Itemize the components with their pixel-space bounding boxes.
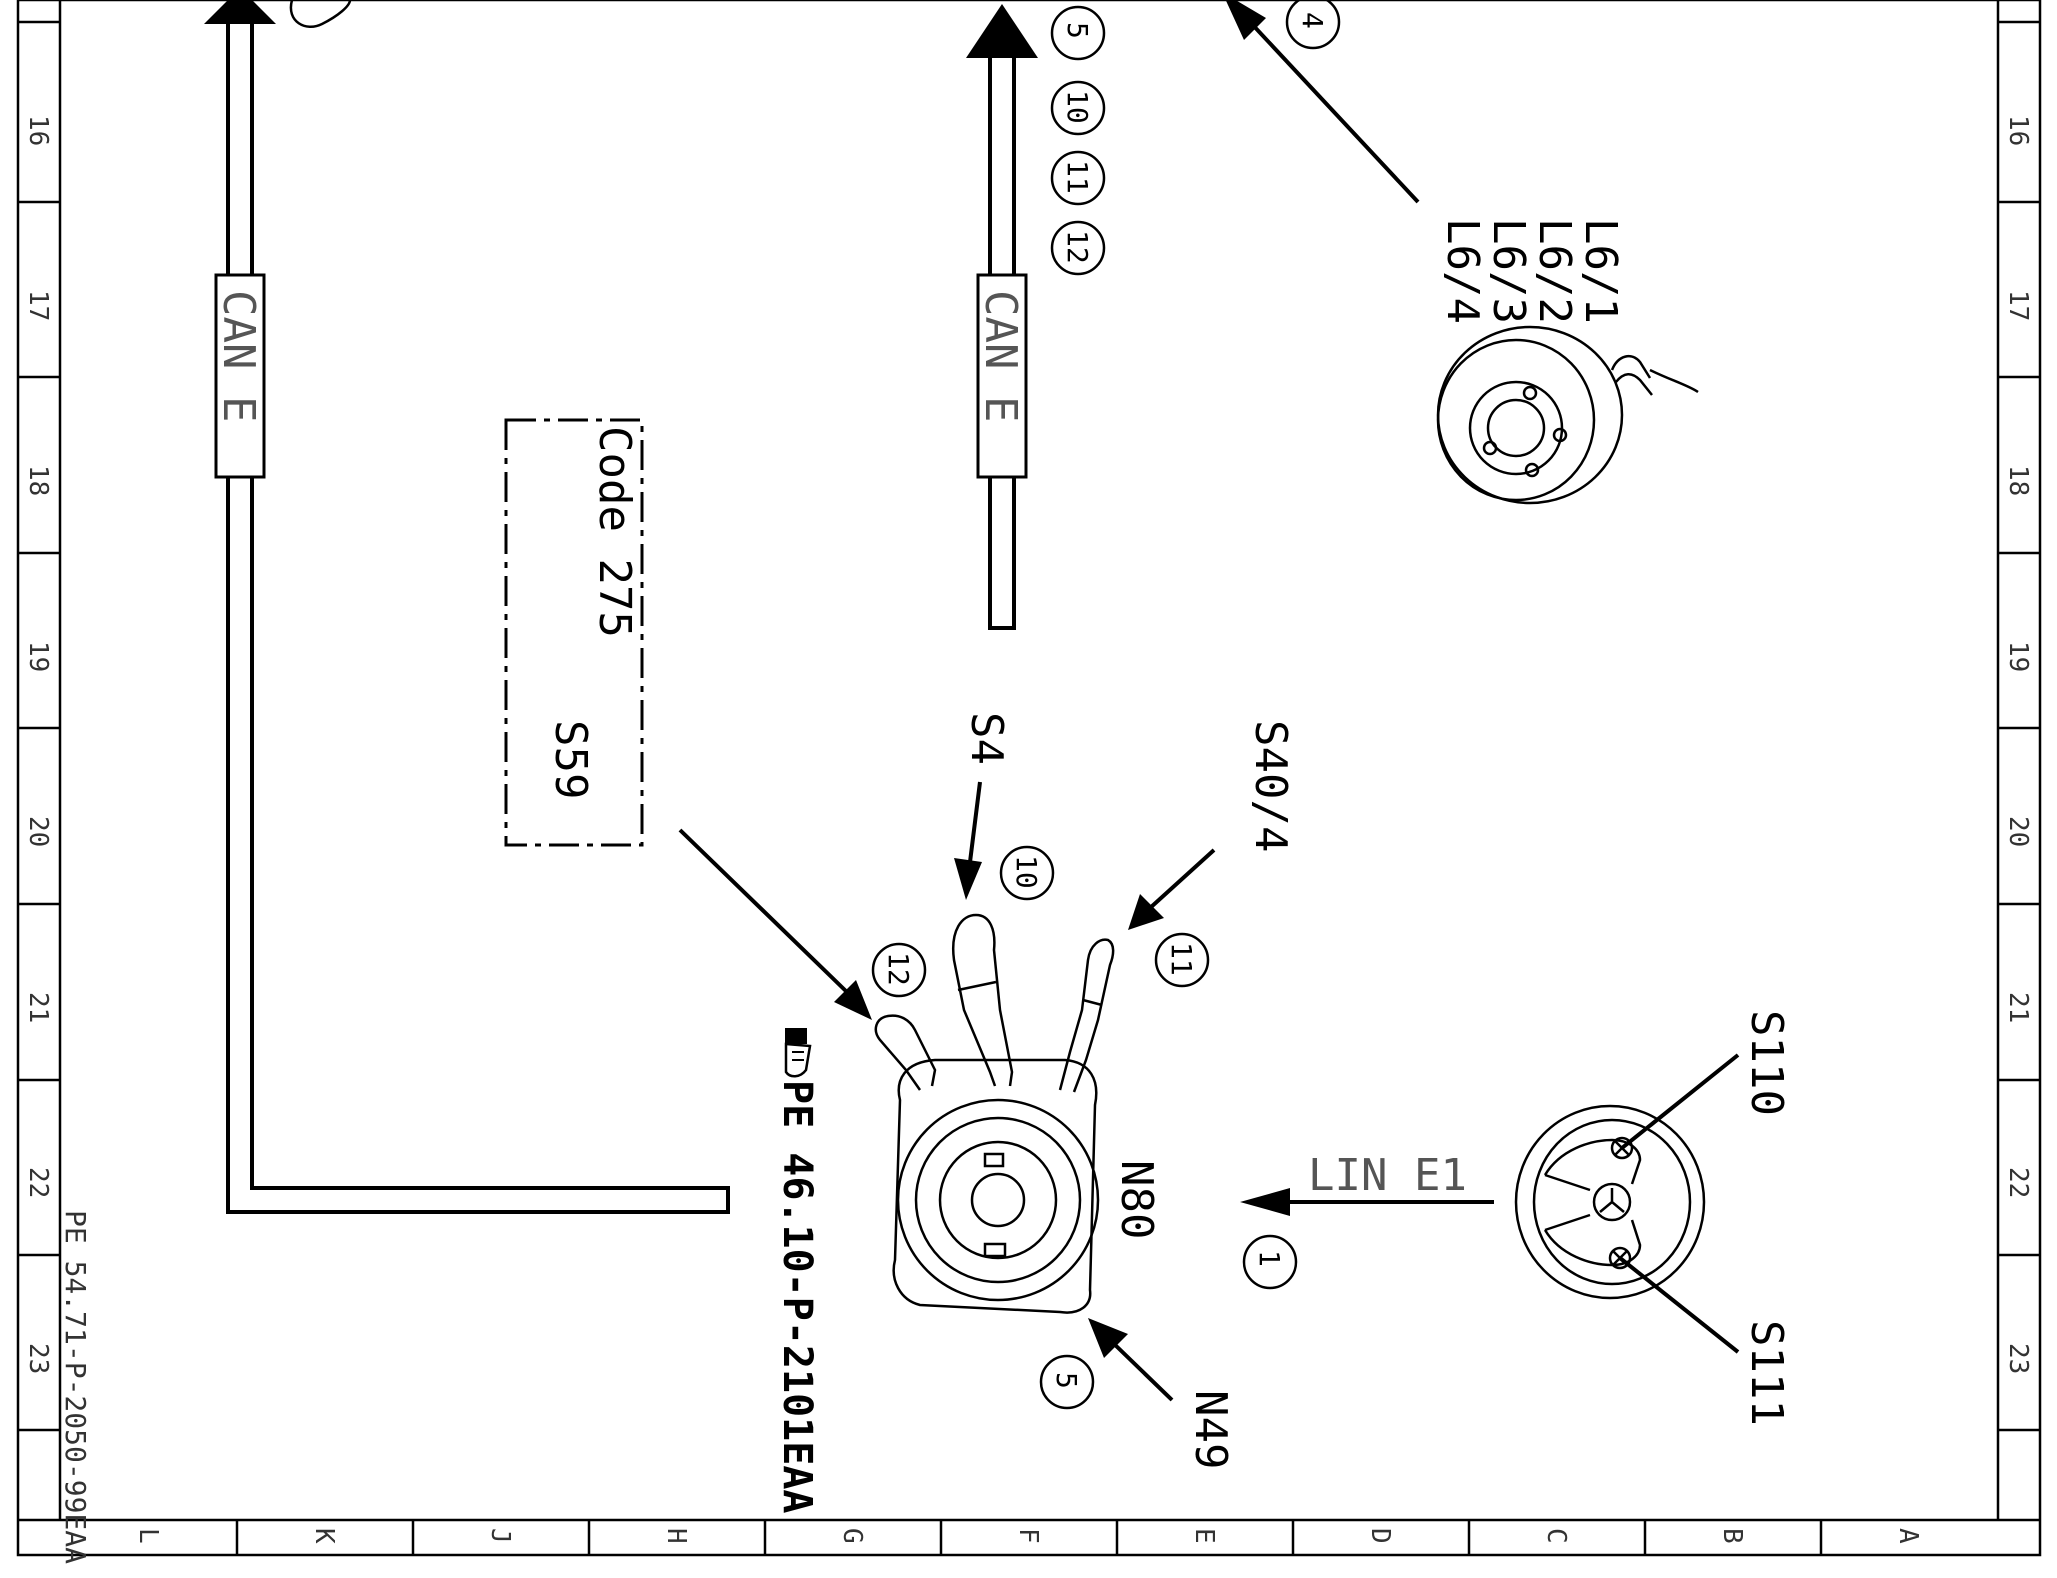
row-tick: 22 (23, 1167, 53, 1198)
row-tick: 20 (2003, 816, 2033, 847)
lin-e1-label: LIN E1 (1308, 1150, 1467, 1201)
speaker-label: L6/1 (1575, 218, 1626, 324)
row-tick: 21 (2003, 992, 2033, 1023)
can-e-bus-left: CAN E (204, 0, 730, 1214)
column-tick: D (1365, 1528, 1395, 1544)
column-tick: J (485, 1528, 515, 1544)
callout-lever-left: 12 (882, 952, 915, 986)
row-tick: 16 (2003, 115, 2033, 146)
n80-steering-column-module: N80 (874, 913, 1162, 1314)
left-row-ruler: 16 17 18 19 20 21 22 23 (18, 20, 60, 1432)
drawing-reference: PE 54.71-P-2050-99EAA (59, 1210, 92, 1564)
column-tick: L (133, 1528, 163, 1544)
steering-wheel: S110 S111 (1514, 1010, 1792, 1426)
right-row-ruler: 16 17 18 19 20 21 22 23 (1998, 20, 2040, 1432)
row-tick: 22 (2003, 1167, 2033, 1198)
n49-pointer: 5 N49 (1039, 1318, 1236, 1469)
row-tick: 20 (23, 816, 53, 847)
note-reference-text: PE 46.10-P-2101EAA (774, 1080, 820, 1513)
column-tick: F (1013, 1528, 1043, 1544)
speaker-label: L6/3 (1483, 218, 1534, 324)
row-tick: 16 (23, 115, 53, 146)
s59-label: S59 (545, 720, 596, 799)
callout: 12 (1061, 230, 1094, 264)
can-e-label-right: CAN E (975, 290, 1026, 422)
n49-label: N49 (1185, 1390, 1236, 1469)
s110-label: S110 (1741, 1010, 1792, 1116)
column-tick: C (1541, 1528, 1571, 1544)
s4-label: S4 (961, 712, 1012, 765)
can-e-label-left: CAN E (213, 290, 264, 422)
s111-label: S111 (1741, 1320, 1792, 1426)
drawing-frame (16, 0, 2042, 1557)
top-callout-group: 5 10 11 12 (1050, 5, 1106, 276)
column-tick: G (837, 1528, 867, 1544)
speaker-pointer: 4 (1225, 0, 1420, 204)
column-tick: A (1893, 1528, 1923, 1544)
column-tick: E (1189, 1528, 1219, 1544)
column-tick: K (309, 1528, 339, 1544)
s40-4-pointer: S40/4 11 (1128, 720, 1296, 988)
row-tick: 17 (2003, 290, 2033, 321)
code-label: Code 275 (589, 426, 640, 638)
callout: 11 (1061, 160, 1094, 194)
mercedes-star-icon (1599, 1188, 1625, 1213)
callout-lin: 1 (1253, 1250, 1286, 1267)
speaker-l6: L6/1 L6/2 L6/3 L6/4 (1436, 218, 1699, 505)
can-e-bus-right: CAN E (966, 4, 1038, 630)
column-tick: B (1717, 1528, 1747, 1544)
row-tick: 18 (23, 465, 53, 496)
n80-label: N80 (1111, 1160, 1162, 1239)
note-reference: PE 46.10-P-2101EAA (774, 1028, 820, 1513)
speaker-label: L6/4 (1437, 218, 1488, 324)
row-tick: 23 (2003, 1343, 2033, 1374)
s40-4-label: S40/4 (1245, 720, 1296, 852)
row-tick: 23 (23, 1343, 53, 1374)
s4-pointer: S4 10 (954, 712, 1055, 901)
callout: 5 (1061, 22, 1094, 39)
bottom-column-ruler: L K J H G F E D C B A (133, 1520, 1923, 1555)
callout-bottom: 5 (1050, 1372, 1083, 1389)
callout-lever-middle: 10 (1010, 855, 1043, 889)
row-tick: 21 (23, 992, 53, 1023)
row-tick: 18 (2003, 465, 2033, 496)
lin-e1-bus: LIN E1 1 (1240, 1150, 1494, 1290)
code-275-box: Code 275 S59 (504, 418, 872, 1020)
callout: 10 (1061, 90, 1094, 124)
callout-4: 4 (1296, 12, 1329, 29)
row-tick: 17 (23, 290, 53, 321)
column-tick: H (661, 1528, 691, 1544)
row-tick: 19 (2003, 641, 2033, 672)
pointing-hand-icon (784, 1028, 812, 1078)
speaker-label: L6/2 (1529, 218, 1580, 324)
callout-lever-right: 11 (1165, 942, 1198, 976)
row-tick: 19 (23, 641, 53, 672)
